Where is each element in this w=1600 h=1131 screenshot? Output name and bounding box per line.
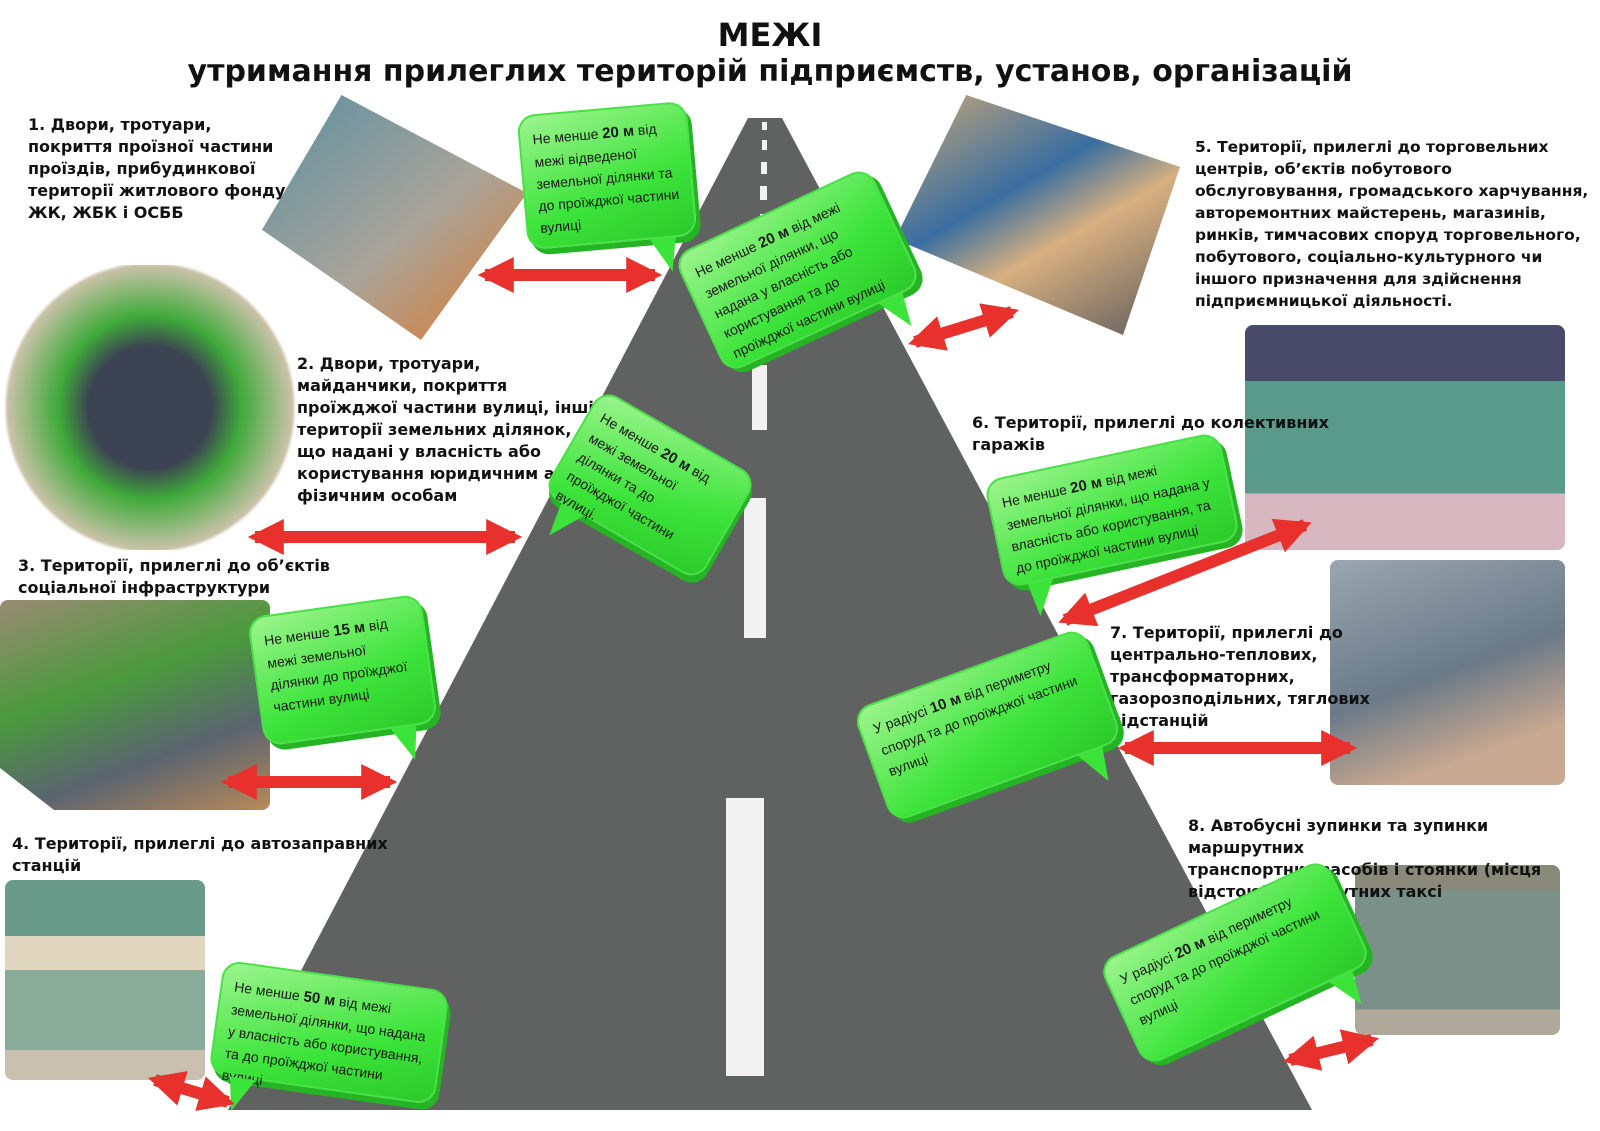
gas-station-image xyxy=(5,880,205,1080)
bus-stop-image xyxy=(1355,865,1560,1035)
courtyard-image xyxy=(5,265,295,550)
garage-image xyxy=(1245,325,1565,550)
item-1: 1. Двори, тротуари,покриття проїзної час… xyxy=(28,115,286,222)
double-arrow-8 xyxy=(1283,1029,1379,1071)
double-arrow-2 xyxy=(908,303,1019,351)
title-main: МЕЖІ xyxy=(717,16,823,54)
road xyxy=(228,118,1312,1110)
double-arrow-7 xyxy=(148,1071,235,1111)
substation-image xyxy=(1330,560,1565,785)
double-arrow-4 xyxy=(1058,518,1312,627)
title-subtitle: утримання прилеглих територій підприємст… xyxy=(187,54,1353,89)
